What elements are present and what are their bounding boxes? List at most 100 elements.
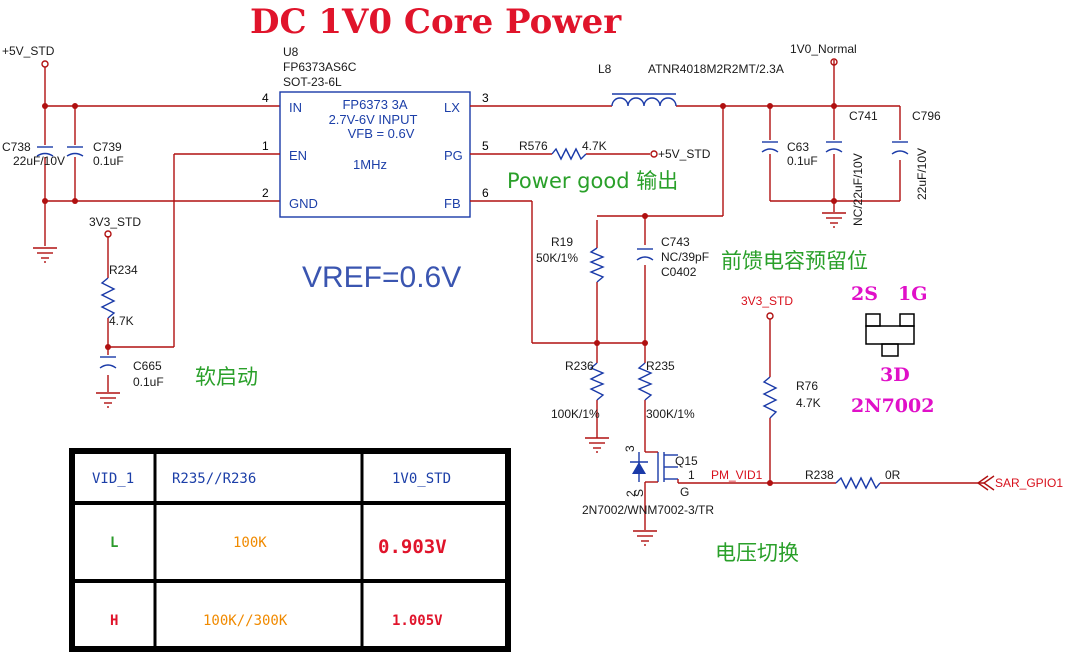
q15-mark-g: G [680, 485, 689, 499]
r235-value: 300K/1% [646, 407, 695, 421]
note-feedforward: 前馈电容预留位 [721, 249, 868, 273]
ic-pin-pg-num: 5 [482, 139, 489, 153]
r576-value: 4.7K [582, 139, 607, 153]
note-soft-start: 软启动 [195, 365, 258, 389]
q15-pin-d-num: 3 [623, 445, 637, 452]
mosfet-q15 [630, 440, 770, 530]
q15-pin-s-num: 2 [624, 490, 638, 497]
c739-value: 0.1uF [93, 154, 124, 168]
capacitor-c796 [891, 141, 909, 155]
c796-value: 22uF/10V [915, 148, 929, 200]
table-row2-output: 1.005V [392, 613, 443, 629]
resistor-r236 [589, 362, 605, 401]
ic-pin-en-num: 1 [262, 139, 269, 153]
resistor-r76 [762, 376, 778, 419]
table-header-output: 1V0_STD [392, 471, 451, 487]
table-header-vid: VID_1 [92, 471, 134, 487]
c665-value: 0.1uF [133, 375, 164, 389]
lx-wires [470, 60, 901, 245]
offpage-arrow-sar [976, 475, 989, 491]
ic-body-line2: 2.7V-6V INPUT [329, 112, 418, 127]
net-label-5v-pg: +5V_STD [658, 147, 711, 161]
capacitor-c63 [760, 140, 780, 154]
ic-part: FP6373AS6C [283, 60, 357, 74]
c63-value: 0.1uF [787, 154, 818, 168]
c796-ref: C796 [912, 109, 941, 123]
q15-pin-g-num: 1 [688, 468, 695, 482]
page-title: DC 1V0 Core Power [250, 2, 622, 42]
r576-ref: R576 [519, 139, 548, 153]
ic-pin-gnd-name: GND [289, 196, 318, 211]
ic-pin-lx-num: 3 [482, 91, 489, 105]
r234-value: 4.7K [109, 314, 134, 328]
note-voltage-switch: 电压切换 [715, 541, 799, 565]
capacitor-c738 [35, 145, 55, 157]
net-port-1v0 [830, 58, 838, 66]
net-port-3v3-a [104, 230, 112, 238]
c743-value1: NC/39pF [661, 250, 709, 264]
table-row1-vid: L [110, 535, 118, 551]
resistor-r19 [589, 247, 605, 283]
offpage-arrow-sar-inner [982, 475, 995, 491]
r19-ref: R19 [551, 235, 573, 249]
capacitor-c665 [99, 356, 117, 369]
ic-body-line4: 1MHz [353, 157, 387, 172]
net-port-3v3-b [766, 312, 774, 320]
r238-ref: R238 [805, 468, 834, 482]
net-port-5v [41, 60, 49, 68]
ic-pin-en-name: EN [289, 148, 307, 163]
resistor-r238 [835, 476, 881, 490]
ic-pin-fb-num: 6 [482, 186, 489, 200]
ground-symbol-q15 [633, 530, 657, 546]
resistor-r235 [637, 362, 653, 401]
c738-value: 22uF/10V [13, 154, 65, 168]
r236-ref: R236 [565, 359, 594, 373]
r19-value: 50K/1% [536, 251, 578, 265]
net-label-pm-vid1: PM_VID1 [711, 468, 763, 482]
c741-value: NC/22uF/10V [851, 153, 865, 226]
table-row2-vid: H [110, 613, 118, 629]
pinout-part: 2N7002 [851, 395, 934, 417]
net-label-3v3-b: 3V3_STD [741, 294, 793, 308]
ic-pin-in-num: 4 [262, 91, 269, 105]
pinout-1g: 1G [898, 283, 927, 305]
net-label-1v0: 1V0_Normal [790, 42, 857, 56]
c738-ref: C738 [2, 140, 31, 154]
ic-pin-pg-name: PG [444, 148, 463, 163]
ground-symbol-output [822, 212, 846, 228]
net-label-5v: +5V_STD [2, 44, 55, 58]
vid-wires [767, 319, 985, 486]
vid-table [69, 448, 511, 652]
ic-package: SOT-23-6L [283, 75, 342, 89]
table-row2-resistors: 100K//300K [203, 613, 288, 629]
c63-ref: C63 [787, 140, 809, 154]
ic-body-line3: VFB = 0.6V [348, 126, 415, 141]
net-port-5v-pg [650, 150, 658, 158]
c665-ref: C665 [133, 359, 162, 373]
table-header-resistors: R235//R236 [172, 471, 256, 487]
note-power-good: Power good 输出 [507, 169, 678, 193]
ic-body-line1: FP6373 3A [342, 97, 407, 112]
net-label-sar: SAR_GPIO1 [995, 476, 1063, 490]
q15-ref: Q15 [675, 454, 698, 468]
r76-value: 4.7K [796, 396, 821, 410]
c739-ref: C739 [93, 140, 122, 154]
c743-value2: C0402 [661, 265, 697, 279]
resistor-r234 [100, 277, 116, 319]
note-vref: VREF=0.6V [302, 261, 461, 294]
c743-ref: C743 [661, 235, 690, 249]
r76-ref: R76 [796, 379, 818, 393]
ic-pin-lx-name: LX [444, 100, 460, 115]
l8-value: ATNR4018M2R2MT/2.3A [648, 62, 784, 76]
capacitor-c741 [824, 140, 844, 154]
ic-pin-in-name: IN [289, 100, 302, 115]
ground-symbol-input [33, 247, 57, 263]
resistor-r576 [551, 147, 587, 161]
r234-ref: R234 [109, 263, 138, 277]
r236-value: 100K/1% [551, 407, 600, 421]
ic-ref: U8 [283, 45, 299, 59]
pinout-3d: 3D [880, 364, 910, 386]
table-row1-resistors: 100K [233, 535, 267, 551]
c741-ref: C741 [849, 109, 878, 123]
